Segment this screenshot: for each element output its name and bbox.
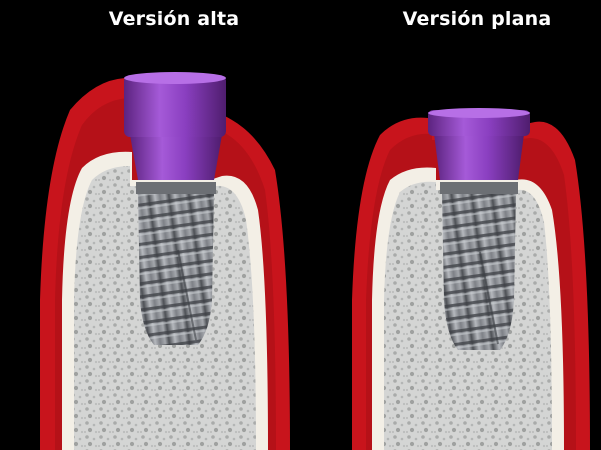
abutment-cap-icon xyxy=(428,108,530,180)
dental-implant-icon xyxy=(440,182,518,350)
left-panel xyxy=(40,72,290,450)
dental-implant-icon xyxy=(136,182,216,345)
right-panel xyxy=(352,108,590,450)
abutment-cap-icon xyxy=(124,72,226,180)
